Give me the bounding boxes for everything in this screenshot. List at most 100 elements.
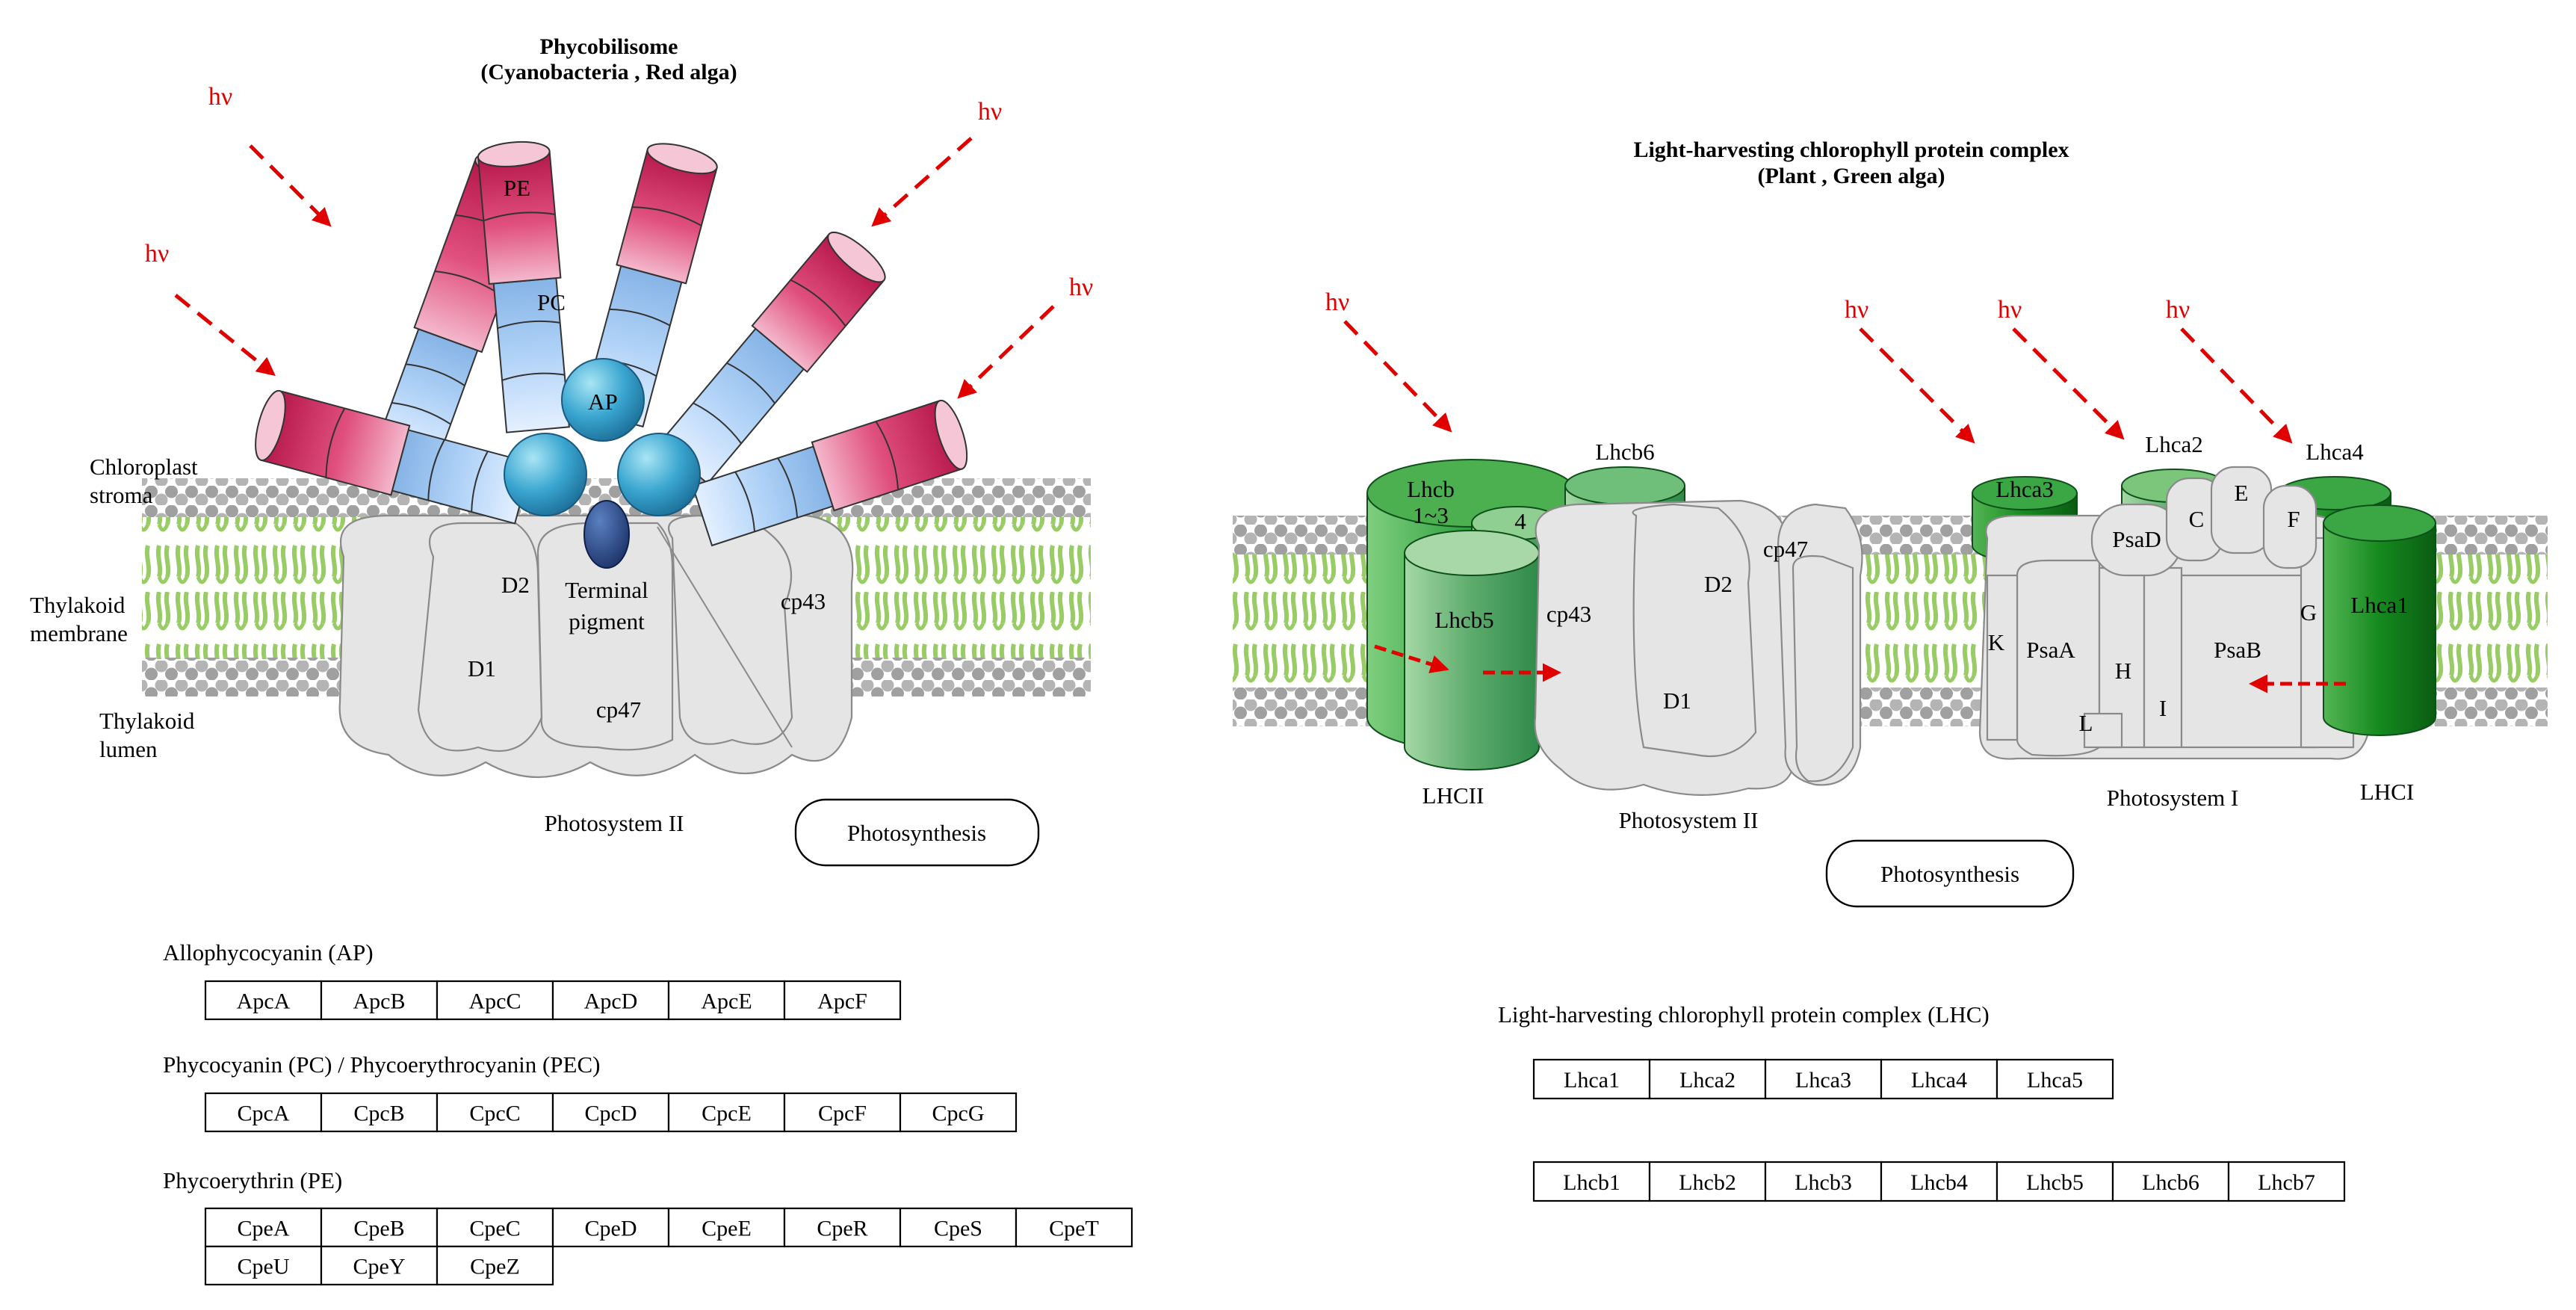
- gene-box-lhca1[interactable]: Lhca1: [1532, 1058, 1651, 1100]
- photosystem-ii-left: [338, 514, 854, 778]
- lhca1-label: Lhca1: [2350, 592, 2408, 618]
- gene-box-cpec[interactable]: CpeC: [436, 1207, 554, 1248]
- gene-box-cpcf[interactable]: CpcF: [783, 1092, 902, 1133]
- svg-text:ApcC: ApcC: [469, 989, 521, 1014]
- gene-box-apcd[interactable]: ApcD: [551, 980, 670, 1021]
- gene-box-cpca[interactable]: CpcA: [204, 1092, 323, 1133]
- gene-box-lhca5[interactable]: Lhca5: [1996, 1058, 2114, 1100]
- gene-box-apca[interactable]: ApcA: [204, 980, 323, 1021]
- svg-text:CpeS: CpeS: [934, 1217, 982, 1241]
- gene-box-apcf[interactable]: ApcF: [783, 980, 902, 1021]
- svg-text:ApcA: ApcA: [237, 989, 291, 1014]
- lhcb5-label: Lhcb5: [1434, 607, 1493, 633]
- lhc-gene-group-title: Light-harvesting chlorophyll protein com…: [1498, 1001, 1990, 1028]
- light-arrows-left: [174, 137, 1055, 399]
- thylakoid-membrane-label-2: membrane: [30, 620, 128, 646]
- gene-box-lhcb2[interactable]: Lhcb2: [1648, 1161, 1767, 1202]
- photosystem-ii-label-left: Photosystem II: [545, 810, 684, 836]
- svg-text:CpcD: CpcD: [585, 1102, 637, 1126]
- psai-label: I: [2159, 695, 2167, 721]
- psac-label: C: [2189, 506, 2205, 532]
- pc-label: PC: [537, 289, 566, 315]
- svg-text:CpeC: CpeC: [469, 1217, 520, 1241]
- gene-box-cpeb[interactable]: CpeB: [320, 1207, 439, 1248]
- gene-box-lhca3[interactable]: Lhca3: [1764, 1058, 1883, 1100]
- gene-box-cpes[interactable]: CpeS: [899, 1207, 1018, 1248]
- gene-box-cpcc[interactable]: CpcC: [436, 1092, 554, 1133]
- svg-text:Lhca3: Lhca3: [1795, 1068, 1851, 1093]
- photosynthesis-link-right[interactable]: Photosynthesis: [1825, 839, 2075, 908]
- cp47-label-right: cp47: [1763, 536, 1808, 562]
- gene-box-cpcg[interactable]: CpcG: [899, 1092, 1018, 1133]
- gene-box-lhcb4[interactable]: Lhcb4: [1880, 1161, 1998, 1202]
- gene-box-cped[interactable]: CpeD: [551, 1207, 670, 1248]
- svg-text:CpeD: CpeD: [585, 1217, 637, 1241]
- svg-text:ApcF: ApcF: [817, 989, 867, 1014]
- gene-box-lhcb3[interactable]: Lhcb3: [1764, 1161, 1883, 1202]
- gene-box-cpea[interactable]: CpeA: [204, 1207, 323, 1248]
- gene-group-title: Phycoerythrin (PE): [163, 1167, 342, 1193]
- hv-label-right-3: hν: [1998, 296, 2022, 324]
- terminal-pigment-label-2: pigment: [569, 608, 645, 634]
- gene-box-lhcb7[interactable]: Lhcb7: [2227, 1161, 2346, 1202]
- lhca3-label: Lhca3: [1996, 476, 2053, 502]
- gene-box-lhca2[interactable]: Lhca2: [1648, 1058, 1767, 1100]
- svg-text:CpeR: CpeR: [817, 1217, 867, 1241]
- psag-label: G: [2300, 599, 2317, 625]
- d2-label-right: D2: [1704, 571, 1733, 597]
- svg-text:CpeA: CpeA: [238, 1217, 290, 1241]
- gene-box-cpee[interactable]: CpeE: [667, 1207, 786, 1248]
- lhca2-label: Lhca2: [2145, 431, 2202, 457]
- svg-text:CpcG: CpcG: [932, 1102, 985, 1126]
- lhc-title: Light-harvesting chlorophyll protein com…: [1633, 138, 2069, 162]
- gene-box-cpcb[interactable]: CpcB: [320, 1092, 439, 1133]
- gene-box-apcb[interactable]: ApcB: [320, 980, 439, 1021]
- gene-box-cpeu[interactable]: CpeU: [204, 1245, 323, 1286]
- chloroplast-stroma-label-1: Chloroplast: [90, 454, 198, 480]
- d1-label-right: D1: [1663, 688, 1691, 714]
- lhca4-label: Lhca4: [2306, 439, 2364, 465]
- right-gene-groups: Light-harvesting chlorophyll protein com…: [1498, 1001, 2346, 1202]
- svg-text:Lhcb2: Lhcb2: [1679, 1170, 1736, 1195]
- d2-label-left: D2: [501, 572, 530, 598]
- svg-text:CpeZ: CpeZ: [470, 1255, 520, 1279]
- svg-text:Lhcb1: Lhcb1: [1563, 1170, 1620, 1195]
- psae-label: E: [2235, 480, 2249, 506]
- gene-box-lhcb6[interactable]: Lhcb6: [2111, 1161, 2230, 1202]
- svg-text:ApcB: ApcB: [353, 989, 406, 1014]
- thylakoid-membrane-label-1: Thylakoid: [30, 592, 126, 618]
- photosystem-i-label-right: Photosystem I: [2107, 785, 2239, 811]
- svg-text:CpcC: CpcC: [469, 1102, 520, 1126]
- gene-box-cper[interactable]: CpeR: [783, 1207, 902, 1248]
- svg-text:CpcB: CpcB: [353, 1102, 404, 1126]
- gene-box-apce[interactable]: ApcE: [667, 980, 786, 1021]
- gene-box-lhcb5[interactable]: Lhcb5: [1996, 1161, 2114, 1202]
- hv-label-left-2: hν: [145, 240, 169, 268]
- gene-box-cpey[interactable]: CpeY: [320, 1245, 439, 1286]
- svg-text:CpeB: CpeB: [353, 1217, 404, 1241]
- ap-label: AP: [588, 389, 618, 415]
- svg-text:Lhcb3: Lhcb3: [1795, 1170, 1852, 1195]
- thylakoid-lumen-label-2: lumen: [99, 736, 158, 762]
- photosynthesis-link-left[interactable]: Photosynthesis: [794, 798, 1040, 867]
- svg-text:Lhca2: Lhca2: [1679, 1068, 1736, 1093]
- gene-box-cpez[interactable]: CpeZ: [436, 1245, 554, 1286]
- gene-box-cpce[interactable]: CpcE: [667, 1092, 786, 1133]
- svg-text:ApcE: ApcE: [701, 989, 752, 1014]
- cp47-label-left: cp47: [596, 696, 641, 723]
- hv-label-left-3: hν: [978, 98, 1002, 126]
- gene-box-lhcb1[interactable]: Lhcb1: [1532, 1161, 1651, 1202]
- phycobilisome-rods: [255, 140, 968, 547]
- gene-box-lhca4[interactable]: Lhca4: [1880, 1058, 1998, 1100]
- gene-box-cpet[interactable]: CpeT: [1015, 1207, 1133, 1248]
- psak-label: K: [1988, 629, 2005, 655]
- gene-box-cpcd[interactable]: CpcD: [551, 1092, 670, 1133]
- svg-text:CpeT: CpeT: [1049, 1217, 1099, 1241]
- svg-text:Lhcb5: Lhcb5: [2026, 1170, 2084, 1195]
- chloroplast-stroma-label-2: stroma: [90, 482, 153, 508]
- psaa-label: PsaA: [2026, 637, 2075, 663]
- svg-text:CpeU: CpeU: [238, 1255, 290, 1279]
- psaf-label: F: [2287, 506, 2300, 532]
- gene-box-apcc[interactable]: ApcC: [436, 980, 554, 1021]
